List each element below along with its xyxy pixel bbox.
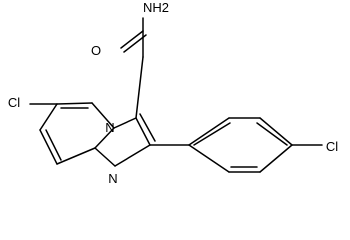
bond-layer [29,17,323,173]
label-cl-right: Cl [326,139,338,154]
phenyl-bond-3-double [256,122,288,146]
bond-c8a-n4 [94,127,115,149]
bond-c7-c8 [39,129,58,165]
bond-c3-c2-double [139,113,156,142]
phenyl-bond-3 [259,117,293,146]
phenyl-bond-1-double [193,122,231,146]
bond-ch2-c3 [135,56,144,119]
label-n-bottom: N [108,171,117,186]
molecule-drawing: NH2 O Cl N N Cl [8,0,338,186]
bond-c-o-1 [120,30,144,49]
label-cl-left: Cl [8,95,20,110]
label-n-ring: N [105,120,114,135]
bond-c6-c7 [39,103,58,131]
bond-c3-c2 [135,117,151,146]
structure-diagram: NH2 O Cl N N Cl [7,0,339,186]
phenyl-bond-6 [188,144,230,173]
bond-c5-c6 [56,102,93,105]
phenyl-bond-1 [188,117,230,146]
bond-n1-c8a [94,147,116,167]
bond-c8-c8a [56,147,96,165]
label-nh2: NH2 [143,0,169,15]
bond-c2-n1 [114,144,151,167]
phenyl-bond-4 [259,144,293,173]
bond-n4-c5 [91,102,115,129]
bond-c3-n4 [113,117,137,129]
bond-c7-c8-double [45,129,62,161]
label-o: O [91,43,101,58]
